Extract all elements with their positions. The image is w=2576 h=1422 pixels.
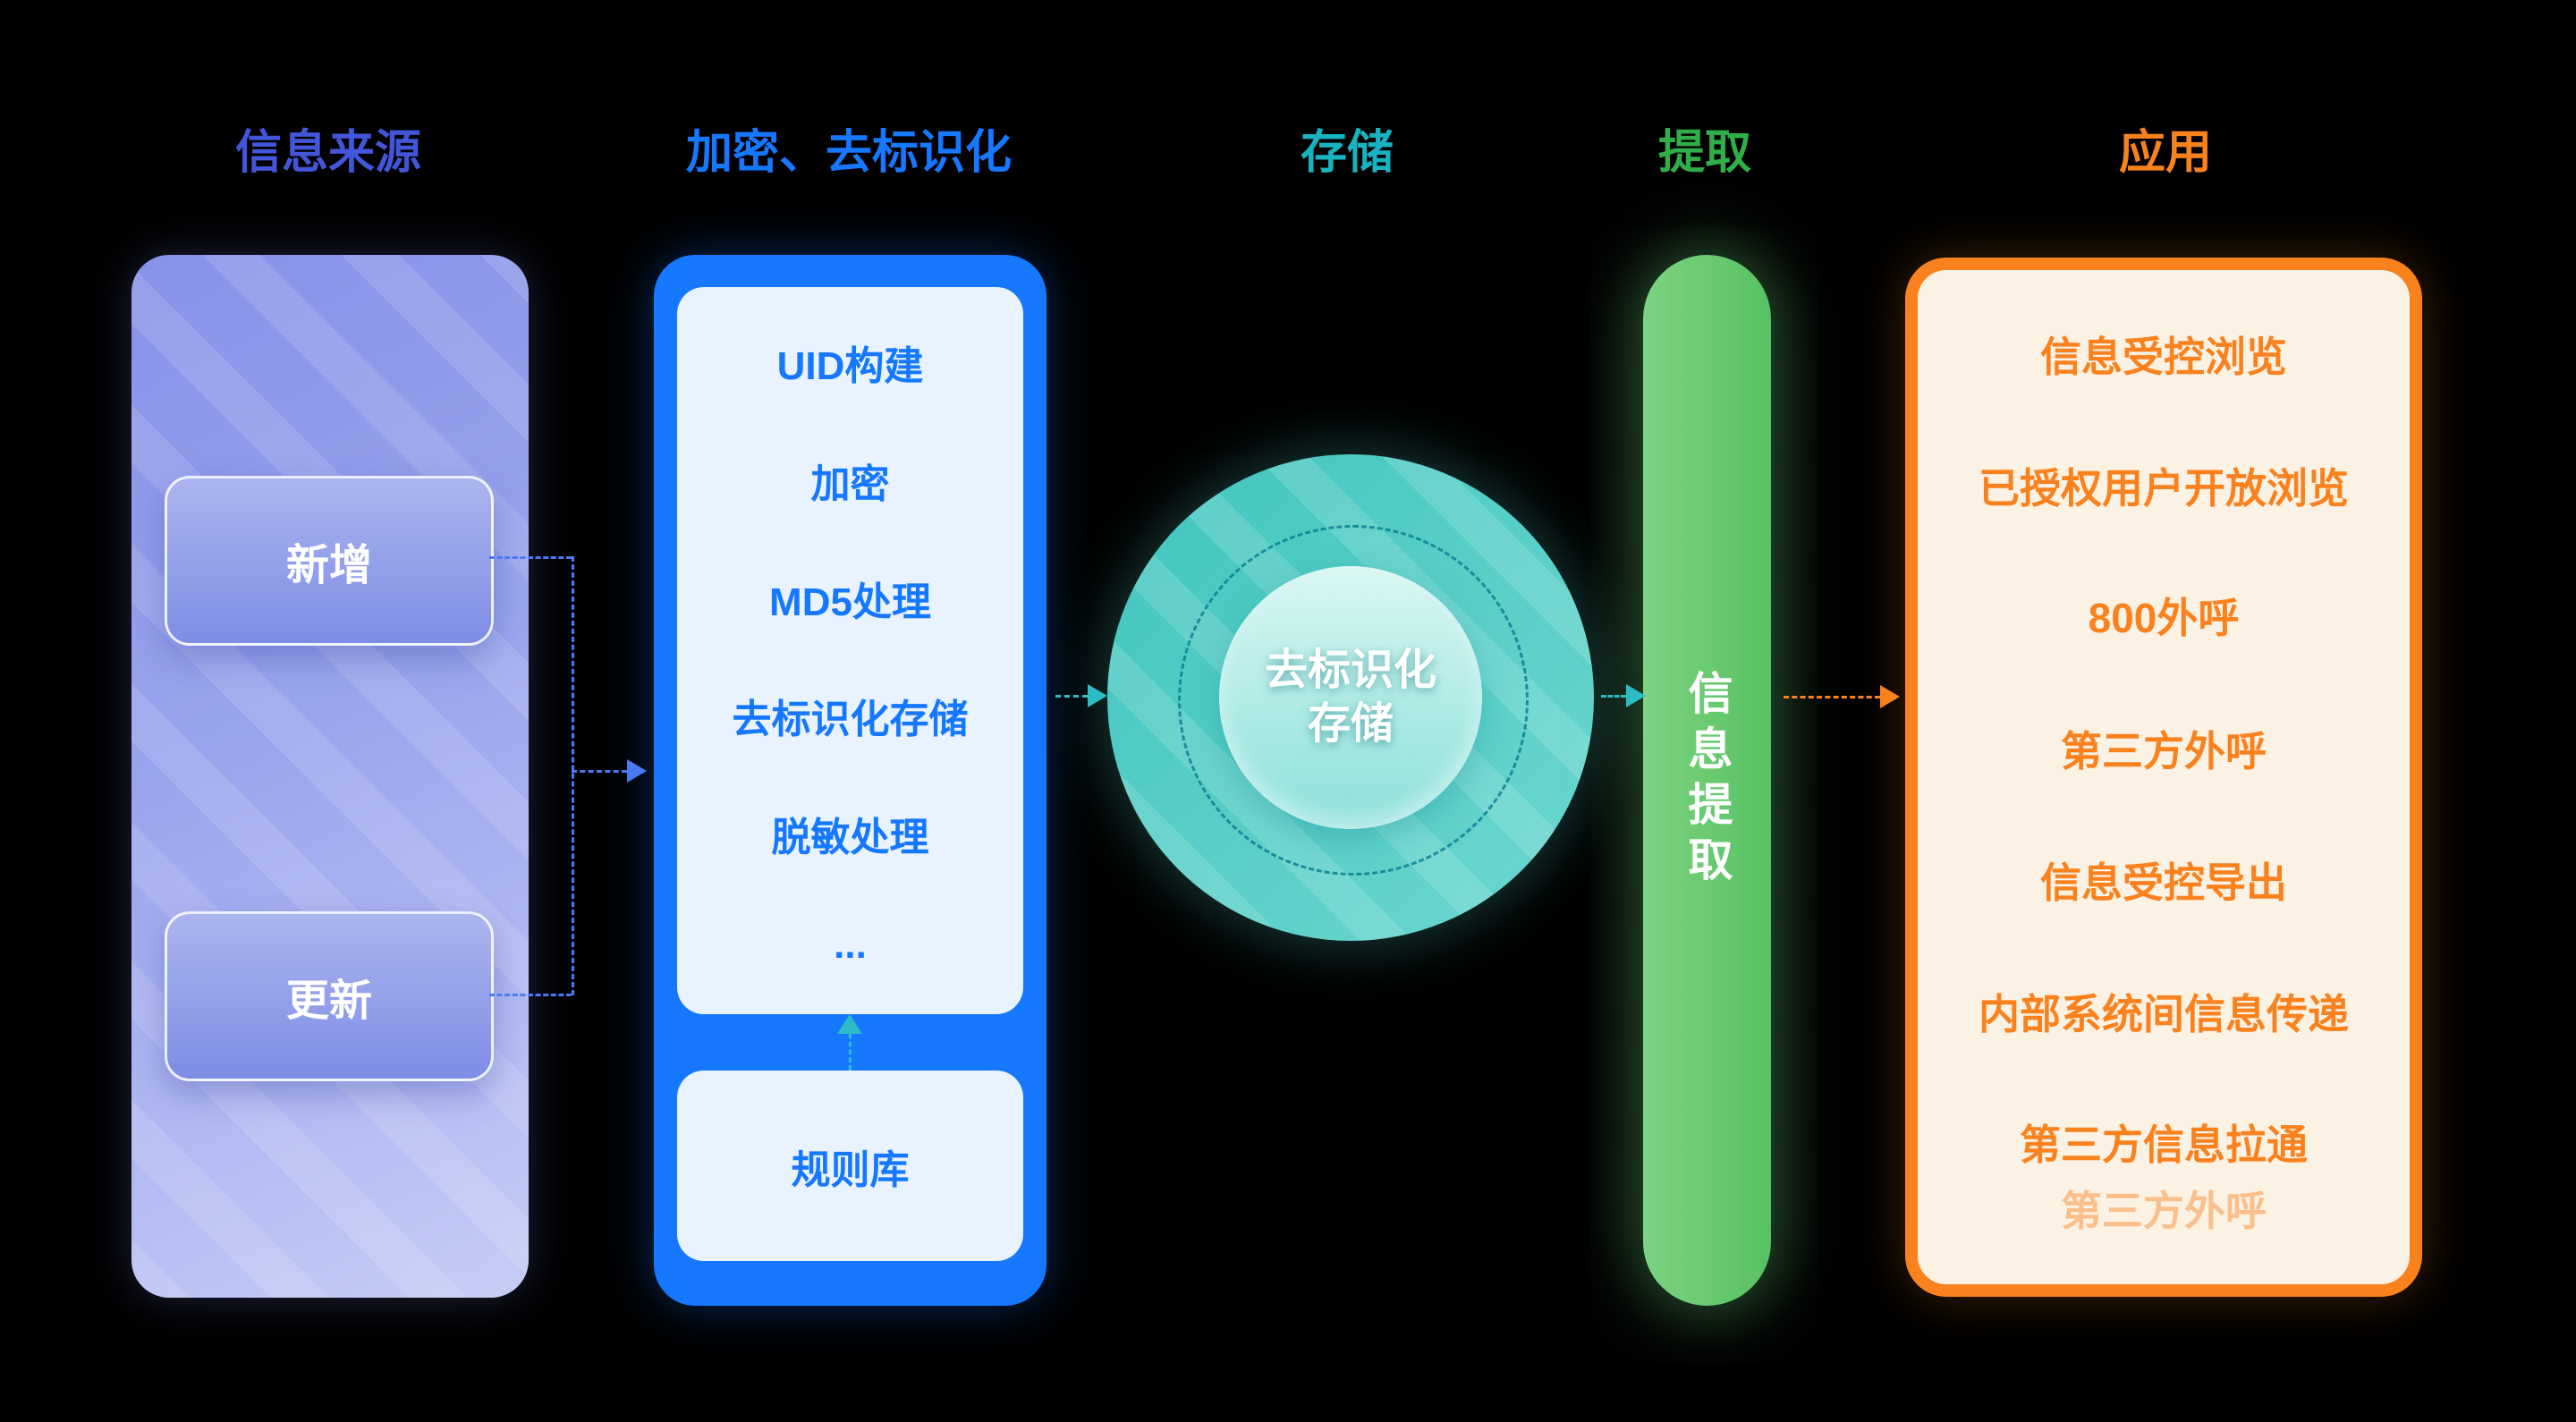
source-panel: 新增 更新	[131, 255, 529, 1298]
application-item: 800外呼	[2088, 595, 2240, 641]
application-item: 信息受控导出	[2040, 859, 2287, 906]
connector-new-to-trunk	[489, 556, 572, 559]
application-item: 已授权用户开放浏览	[1979, 465, 2349, 512]
connector-encryption-to-storage	[1055, 695, 1088, 698]
encryption-step: UID构建	[776, 343, 924, 388]
header-application: 应用	[2118, 127, 2213, 179]
arrow-to-extraction	[1626, 684, 1646, 707]
encryption-step-ellipsis: ...	[834, 923, 867, 968]
application-item-faded: 第三方外呼	[2061, 1188, 2267, 1234]
arrow-to-encryption	[627, 759, 647, 783]
encryption-step: 加密	[810, 461, 890, 506]
storage-circle-dashed	[1178, 525, 1529, 876]
application-panel: 信息受控浏览 已授权用户开放浏览 800外呼 第三方外呼 信息受控导出 内部系统…	[1905, 258, 2422, 1297]
application-item: 第三方外呼	[2061, 728, 2267, 774]
source-chip-new: 新增	[165, 476, 494, 646]
arrow-to-application	[1880, 685, 1900, 708]
rule-base-arrow-up	[837, 1014, 862, 1034]
header-source: 信息来源	[234, 127, 422, 179]
encryption-step: MD5处理	[769, 580, 931, 624]
encryption-panel: UID构建 加密 MD5处理 去标识化存储 脱敏处理 ... 规则库	[654, 255, 1046, 1306]
rule-base-box: 规则库	[677, 1071, 1023, 1261]
application-item: 第三方信息拉通	[2020, 1122, 2308, 1168]
extraction-bar: 信息提取	[1643, 255, 1771, 1306]
connector-update-to-trunk	[489, 994, 572, 996]
application-item: 内部系统间信息传递	[1979, 991, 2349, 1037]
connector-trunk-vertical	[572, 556, 574, 995]
connector-extraction-to-application	[1784, 696, 1880, 698]
encryption-step: 脱敏处理	[771, 816, 929, 860]
storage-circle-label-line1: 去标识化	[1264, 647, 1436, 694]
storage-circle-inner: 去标识化 存储	[1219, 566, 1482, 829]
header-encryption: 加密、去标识化	[685, 127, 1013, 179]
arrow-to-storage	[1088, 684, 1107, 707]
rule-base-dashed-line	[849, 1034, 852, 1071]
header-storage: 存储	[1300, 127, 1394, 179]
application-item: 信息受控浏览	[2040, 334, 2287, 380]
extraction-bar-label: 信息提取	[1682, 669, 1733, 892]
connector-storage-to-extraction	[1601, 695, 1626, 698]
encryption-steps-box: UID构建 加密 MD5处理 去标识化存储 脱敏处理 ...	[677, 287, 1023, 1014]
storage-circle-label-line2: 存储	[1307, 700, 1394, 748]
source-chip-update: 更新	[165, 911, 494, 1081]
encryption-step: 去标识化存储	[732, 698, 969, 742]
header-extraction: 提取	[1657, 127, 1752, 179]
connector-trunk-to-encryption	[572, 770, 627, 773]
